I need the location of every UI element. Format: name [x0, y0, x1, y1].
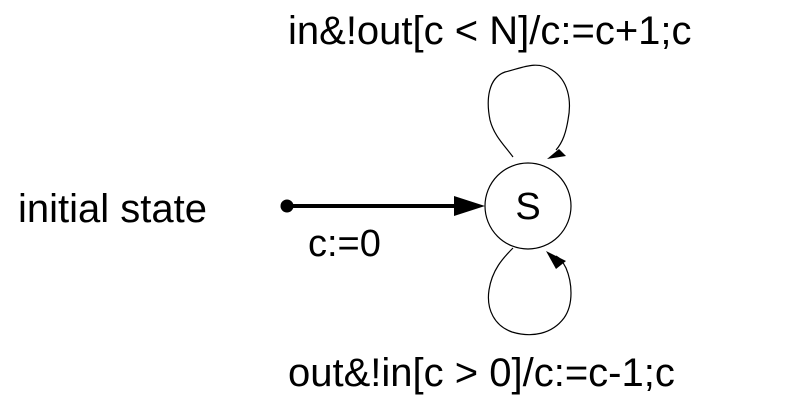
state-name-label: S	[515, 186, 540, 228]
top-loop-arrowhead	[547, 149, 566, 159]
bottom-loop-arrowhead	[546, 251, 566, 269]
state-circle[interactable]	[484, 162, 572, 250]
initial-state-dot	[280, 199, 294, 213]
initial-action-label: c:=0	[308, 223, 381, 265]
top-self-loop	[487, 64, 571, 158]
initial-transition-arrowhead	[454, 196, 485, 216]
initial-state-label: initial state	[18, 187, 207, 231]
bottom-loop-label: out&!in[c > 0]/c:=c-1;c	[288, 351, 675, 395]
bottom-self-loop	[487, 247, 572, 336]
top-loop-label: in&!out[c < N]/c:=c+1;c	[288, 9, 692, 53]
